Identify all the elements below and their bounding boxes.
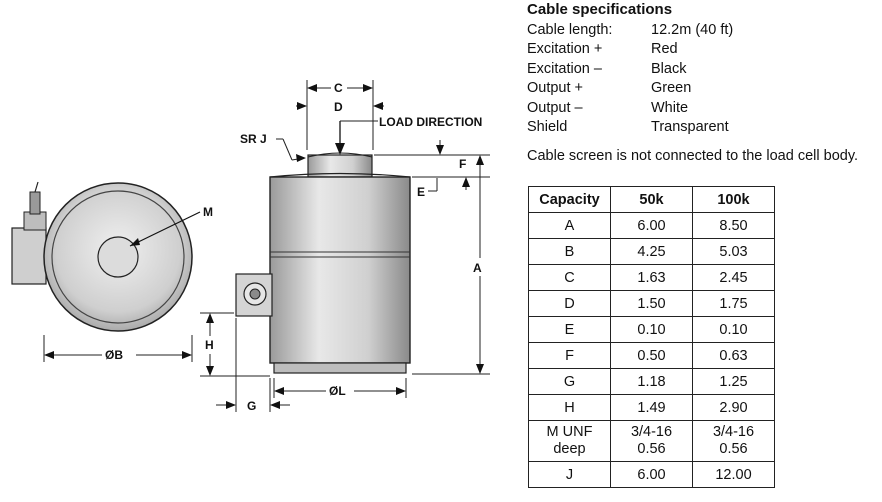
label-H: H	[205, 338, 214, 352]
label-M: M	[203, 205, 213, 219]
header-50k: 50k	[610, 186, 693, 213]
cable-screen-note: Cable screen is not connected to the loa…	[527, 148, 859, 164]
header-capacity: Capacity	[528, 186, 611, 213]
cable-gland	[23, 211, 47, 231]
spec-row: Excitation –Black	[527, 60, 687, 77]
spec-row: Output –White	[527, 99, 689, 116]
table-header-row: Capacity 50k 100k	[528, 186, 775, 213]
cell-body	[269, 176, 411, 364]
label-load-direction: LOAD DIRECTION	[379, 115, 482, 129]
label-C: C	[334, 81, 343, 95]
cable-port	[11, 227, 47, 285]
side-view: C D LOAD DIRECTION SR J F E A	[200, 80, 490, 413]
label-D: D	[334, 100, 343, 114]
spec-row: Excitation +Red	[527, 41, 678, 57]
spec-row: Cable length:12.2m (40 ft)	[527, 21, 734, 38]
label-G: G	[247, 399, 256, 413]
cable-specifications: Cable specifications Cable length:12.2m …	[527, 0, 733, 138]
header-100k: 100k	[692, 186, 775, 213]
load-cell-drawing: M ØB C D	[11, 80, 490, 413]
cable	[29, 191, 41, 215]
spec-row: Output +Green	[527, 80, 692, 96]
label-E: E	[417, 185, 425, 199]
top-view: M ØB	[11, 181, 213, 362]
label-F: F	[459, 157, 466, 171]
label-OL: ØL	[329, 384, 346, 398]
mount-thread-hole	[97, 236, 139, 278]
cable-specs-title: Cable specifications	[527, 1, 673, 18]
label-SRJ: SR J	[240, 132, 267, 146]
label-OB: ØB	[105, 348, 123, 362]
label-A: A	[473, 261, 482, 275]
